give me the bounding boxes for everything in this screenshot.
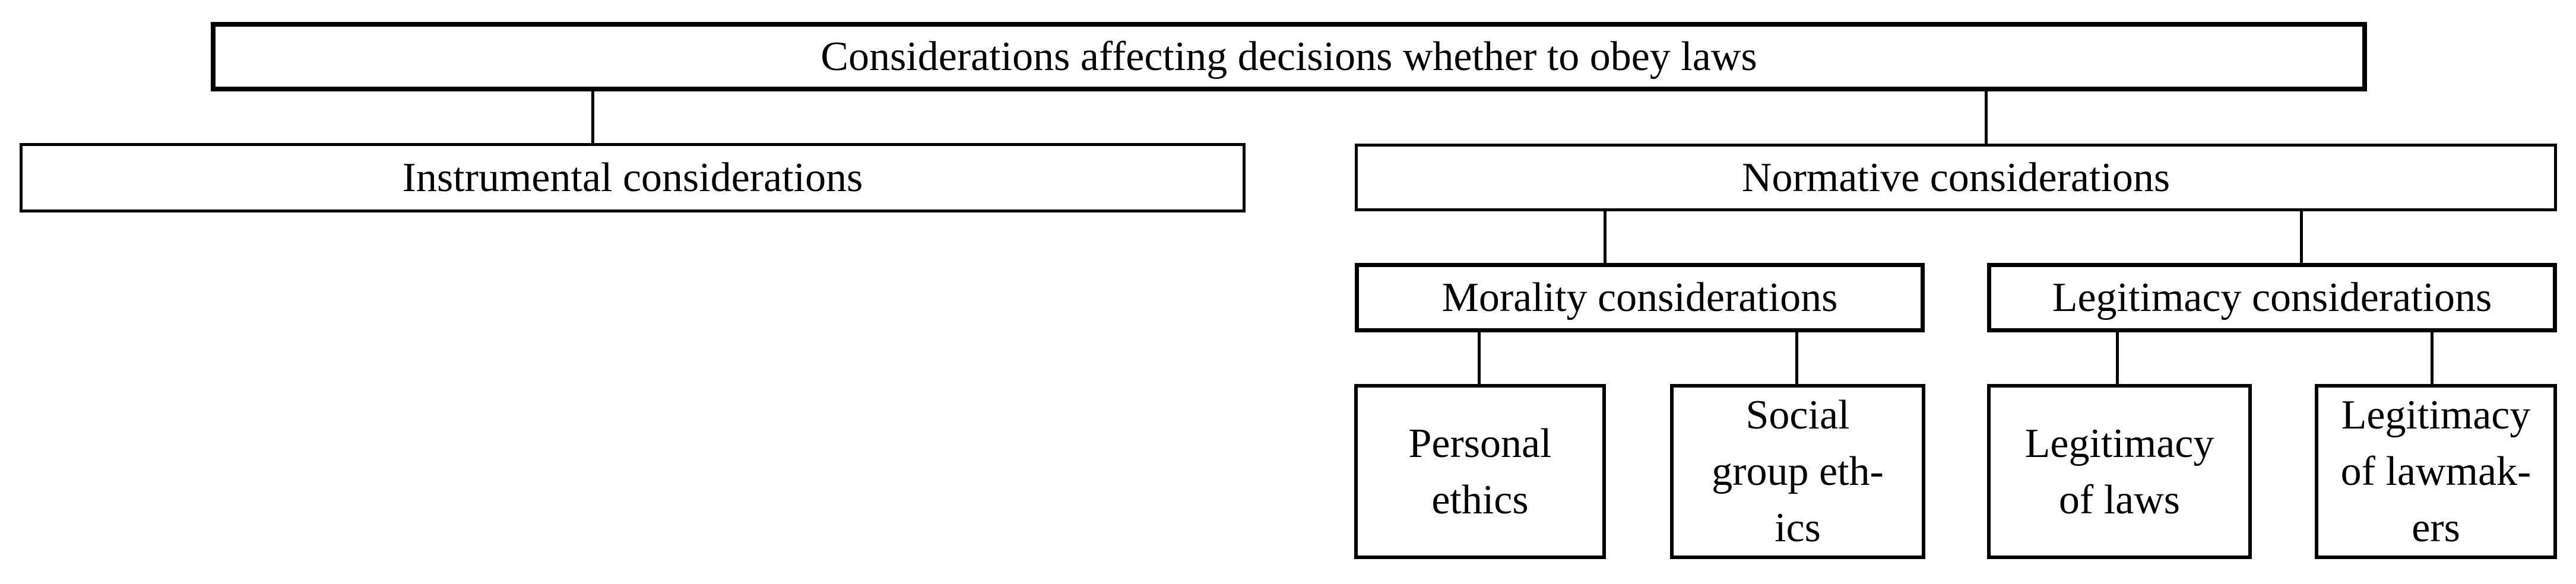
connector-legitimacy-to-legitimacy-of-lawmakers — [2431, 332, 2434, 385]
node-normative-considerations: Normative considerations — [1355, 144, 2557, 211]
connector-root-to-normative — [1985, 91, 1988, 144]
node-legitimacy-considerations: Legitimacy considerations — [1987, 263, 2557, 332]
node-morality-considerations: Morality considerations — [1355, 263, 1925, 332]
connector-normative-to-legitimacy — [2300, 211, 2303, 264]
connector-morality-to-social-group-ethics — [1795, 332, 1798, 385]
connector-legitimacy-to-legitimacy-of-laws — [2116, 332, 2119, 385]
node-root-considerations: Considerations affecting decisions wheth… — [211, 22, 2367, 91]
connector-normative-to-morality — [1604, 211, 1607, 264]
connector-root-to-instrumental — [591, 91, 594, 144]
connector-morality-to-personal-ethics — [1478, 332, 1481, 385]
node-instrumental-considerations: Instrumental considerations — [20, 143, 1246, 212]
